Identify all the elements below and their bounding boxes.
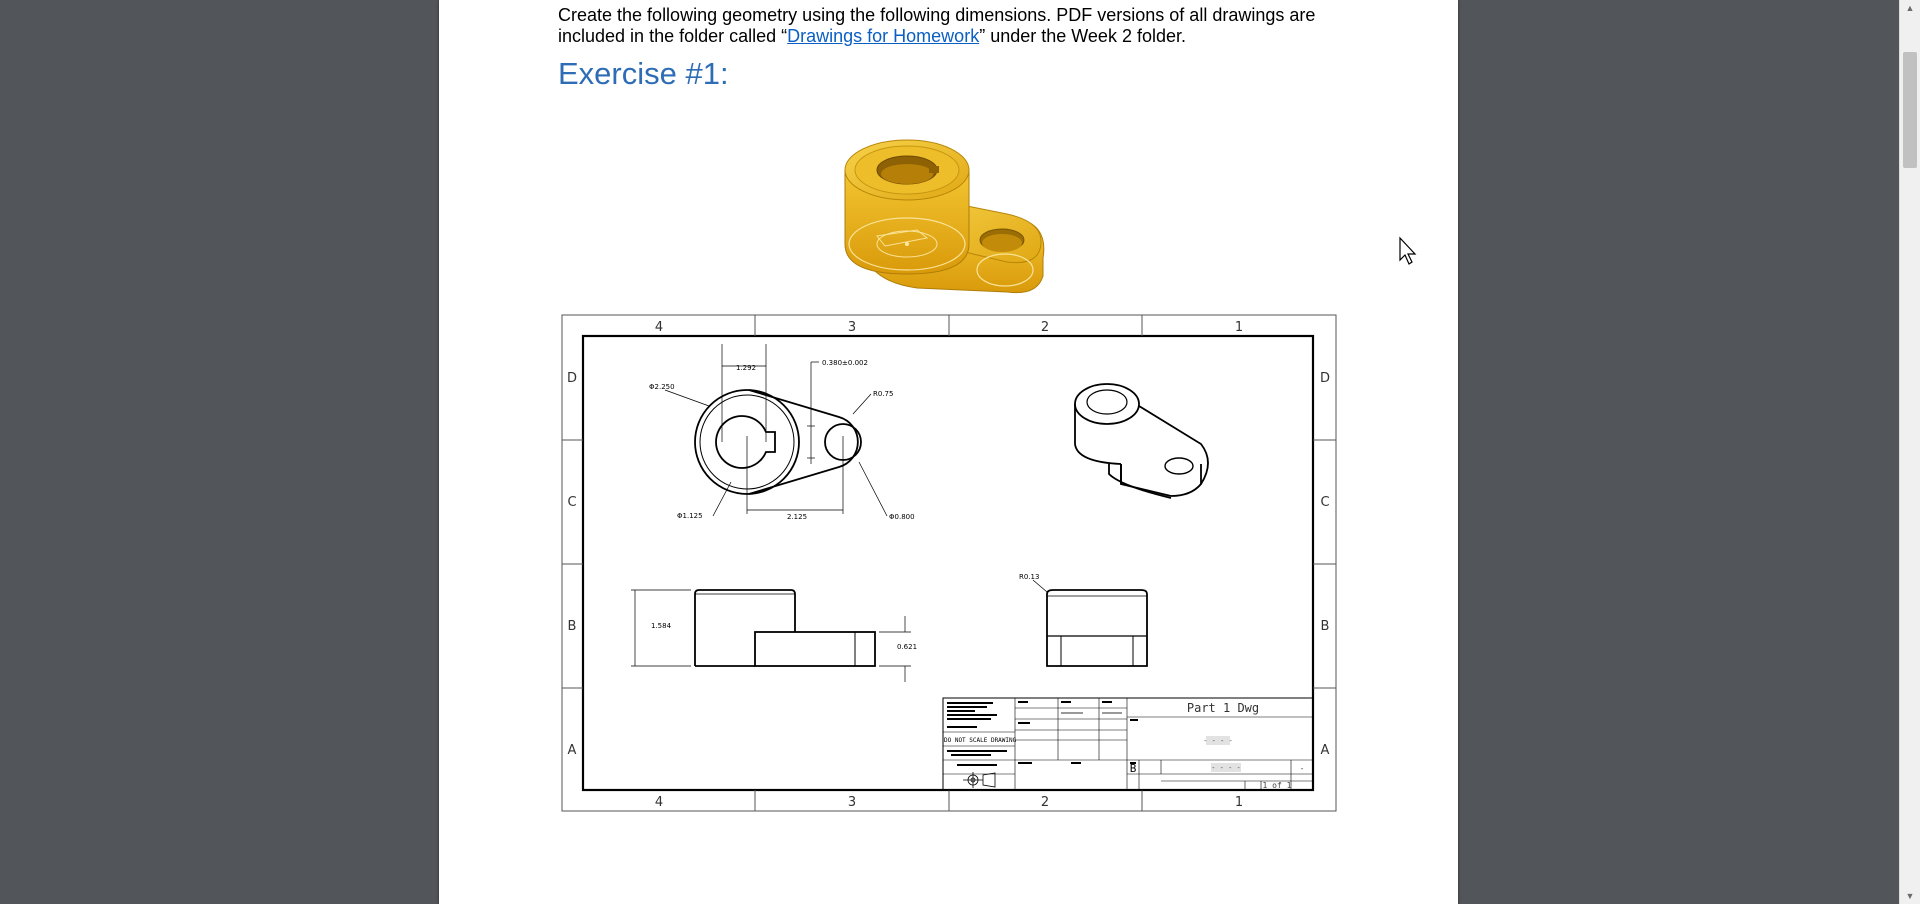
revision: -	[1300, 764, 1305, 773]
intro-text-end: ” under the Week 2 folder.	[979, 26, 1186, 46]
scroll-up-icon[interactable]: ▲	[1905, 3, 1915, 13]
dim-r075: R0.75	[873, 390, 893, 398]
zone-left-b: B	[568, 619, 577, 634]
dim-dia-0800: Φ0.800	[889, 513, 915, 521]
vertical-scrollbar[interactable]: ▲ ▼	[1899, 0, 1920, 904]
zone-right-c: C	[1320, 495, 1329, 510]
zone-right-d: D	[1320, 371, 1330, 386]
pdf-page: Create the following geometry using the …	[439, 0, 1458, 904]
zone-top-1: 1	[1235, 320, 1243, 335]
intro-paragraph: Create the following geometry using the …	[558, 5, 1378, 47]
exercise-heading: Exercise #1:	[558, 56, 729, 91]
part-isometric-image	[844, 139, 1045, 294]
zone-top-2: 2	[1041, 320, 1049, 335]
zone-left-a: A	[568, 743, 577, 758]
zone-bottom-2: 2	[1041, 795, 1049, 810]
iso-line-view	[1074, 383, 1209, 499]
scrollbar-thumb[interactable]	[1903, 52, 1917, 168]
drawings-for-homework-link[interactable]: Drawings for Homework	[787, 26, 980, 46]
dim-0380-tol: 0.380±0.002	[822, 359, 868, 367]
zone-bottom-3: 3	[848, 795, 856, 810]
engineering-drawing: 4 3 2 1 4 3 2 1 D C B A D C B A	[561, 314, 1337, 812]
title-block: DO NOT SCALE DRAWING Part 1 Dwg - - - - …	[942, 697, 1314, 791]
intro-text-start: Create the following geometry using the …	[558, 5, 1316, 46]
dim-dia-1125: Φ1.125	[677, 512, 703, 520]
title-dashes-bottom: - - - -	[1211, 764, 1241, 772]
zone-bottom-4: 4	[655, 795, 663, 810]
dim-1292: 1.292	[736, 364, 756, 372]
dim-1584: 1.584	[651, 622, 672, 630]
scroll-down-icon[interactable]: ▼	[1905, 891, 1915, 901]
zone-left-d: D	[567, 371, 577, 386]
dim-r013: R0.13	[1019, 573, 1039, 581]
sheet-size: B	[1130, 762, 1137, 775]
zone-right-b: B	[1321, 619, 1330, 634]
mouse-cursor-icon	[1399, 236, 1417, 265]
do-not-scale-label: DO NOT SCALE DRAWING	[944, 737, 1017, 744]
sheet-count: 1 of 1	[1263, 781, 1292, 790]
title-dashes-top: - - - -	[1203, 737, 1233, 745]
drawing-title: Part 1 Dwg	[1187, 701, 1259, 715]
side-view	[1032, 579, 1148, 667]
front-view	[631, 589, 911, 682]
dim-0621: 0.621	[897, 643, 917, 651]
zone-right-a: A	[1321, 743, 1330, 758]
dim-2125: 2.125	[787, 513, 807, 521]
dim-dia-2250: Φ2.250	[649, 383, 675, 391]
zone-bottom-1: 1	[1235, 795, 1243, 810]
top-view	[664, 344, 888, 517]
zone-top-4: 4	[655, 320, 663, 335]
zone-top-3: 3	[848, 320, 856, 335]
zone-left-c: C	[567, 495, 576, 510]
